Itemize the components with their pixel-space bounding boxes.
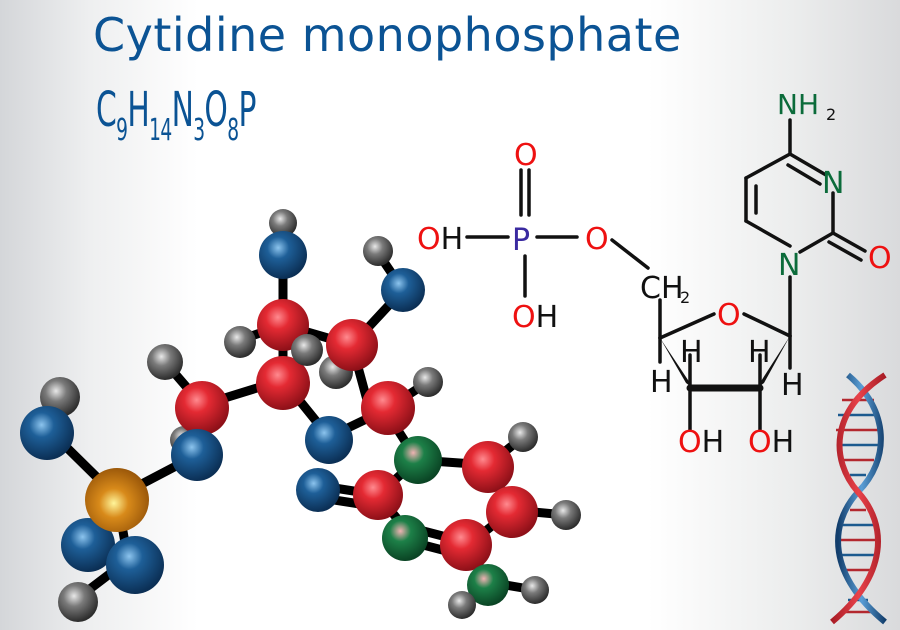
svg-text:2: 2 (680, 288, 690, 307)
formula-count: 8 (227, 113, 239, 148)
svg-text:OH: OH (678, 425, 724, 460)
formula-count: 14 (149, 113, 172, 148)
formula-element: H (127, 82, 150, 138)
formula-count: 3 (193, 113, 205, 148)
h-label: H (650, 365, 673, 400)
ring-oxygen: O (717, 298, 741, 333)
svg-text:OH: OH (748, 425, 794, 460)
formula-element: C (96, 82, 117, 138)
n3-label: N (822, 166, 844, 201)
phosphate-double-o: O (514, 138, 538, 173)
formula-element: N (171, 82, 194, 138)
n1-label: N (778, 248, 800, 283)
svg-text:OH: OH (512, 300, 558, 335)
phosphorus-label: P (512, 223, 530, 258)
molecular-formula: C9H14N3O8P (96, 86, 256, 146)
amine-label: NH (777, 88, 819, 121)
formula-element: P (238, 82, 256, 138)
formula-element: O (204, 82, 228, 138)
svg-text:OH: OH (417, 222, 463, 257)
formula-count: 9 (116, 113, 128, 148)
carbonyl-oxygen: O (868, 241, 892, 276)
page-title: Cytidine monophosphate (93, 8, 682, 62)
bridge-oxygen: O (585, 222, 609, 257)
h-label: H (680, 335, 703, 370)
svg-text:2: 2 (826, 105, 836, 124)
h-label: H (748, 335, 771, 370)
ch2-label: CH (640, 271, 684, 306)
h-label: H (781, 368, 804, 403)
